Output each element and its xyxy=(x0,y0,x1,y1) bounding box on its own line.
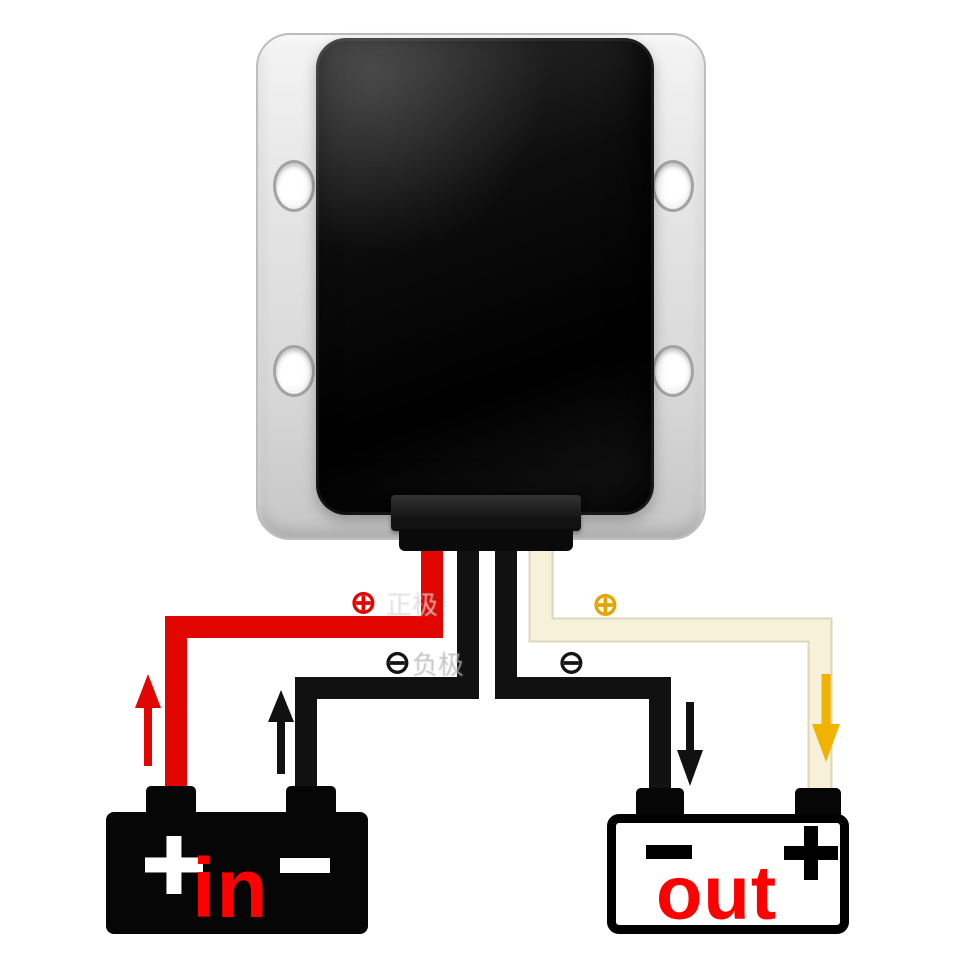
battery-in-terminal-negative xyxy=(286,786,336,814)
output-negative-arrow-down-icon xyxy=(677,702,703,786)
wire-connector xyxy=(391,495,581,531)
output-positive-symbol: ⊕ xyxy=(592,586,619,622)
battery-in-minus-icon xyxy=(280,858,330,873)
battery-out-minus-icon xyxy=(646,845,692,859)
battery-out-label: out xyxy=(656,851,778,936)
battery-out-terminal-negative xyxy=(636,788,684,818)
screw-hole-top-left-icon xyxy=(273,160,315,212)
battery-in-label: in xyxy=(192,841,269,935)
output-positive-arrow-down-icon xyxy=(812,674,840,762)
battery-out-terminal-positive xyxy=(795,788,841,818)
battery-in-terminal-positive xyxy=(146,786,196,814)
input-positive-wire xyxy=(165,538,443,822)
input-negative-arrow-up-icon xyxy=(268,690,294,774)
output-negative-symbol: ⊖ xyxy=(558,644,585,680)
input-negative-symbol: ⊖ xyxy=(384,644,411,680)
input-positive-text: 正极 xyxy=(386,590,439,620)
input-positive-arrow-up-icon xyxy=(135,674,161,766)
battery-out-plus-icon xyxy=(784,826,838,880)
output-negative-wire xyxy=(495,538,671,822)
input-negative-text: 负极 xyxy=(412,650,465,680)
input-positive-symbol: ⊕ xyxy=(350,584,377,620)
screw-hole-bottom-left-icon xyxy=(273,345,315,397)
input-negative-wire xyxy=(295,538,479,822)
wire-connector-base xyxy=(399,529,573,551)
converter-module-body xyxy=(316,38,654,515)
